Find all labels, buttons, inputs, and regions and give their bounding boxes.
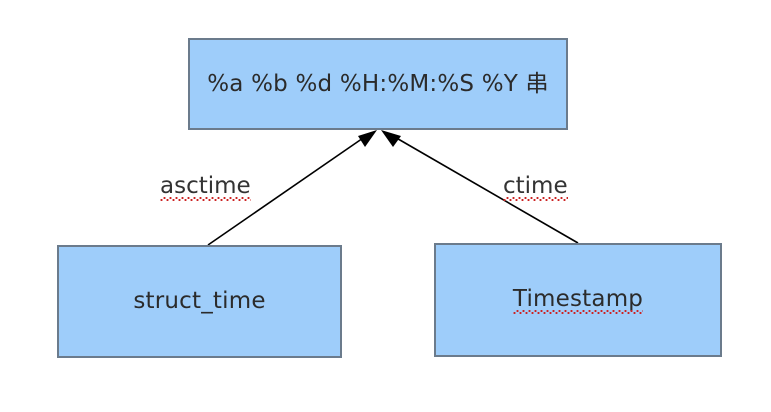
edge-ctime[interactable] (381, 130, 579, 244)
node-timestamp-label: Timestamp (512, 285, 644, 314)
edge-asctime-arrowhead (358, 130, 377, 147)
node-timestamp[interactable]: Timestamp (434, 243, 722, 357)
node-format-string-label: %a %b %d %H:%M:%S %Y 串 (207, 70, 549, 97)
node-struct-time-label: struct_time (133, 288, 266, 314)
edge-label-ctime: ctime (503, 173, 568, 201)
edge-label-asctime: asctime (160, 173, 251, 201)
edge-label-ctime-text: ctime (503, 173, 568, 201)
node-format-string[interactable]: %a %b %d %H:%M:%S %Y 串 (188, 38, 568, 130)
edge-label-asctime-text: asctime (160, 173, 251, 201)
edge-ctime-line (392, 135, 579, 244)
edge-ctime-arrowhead (381, 130, 401, 147)
edge-asctime[interactable] (207, 130, 377, 246)
node-struct-time[interactable]: struct_time (57, 245, 342, 358)
edge-asctime-line (207, 135, 367, 246)
